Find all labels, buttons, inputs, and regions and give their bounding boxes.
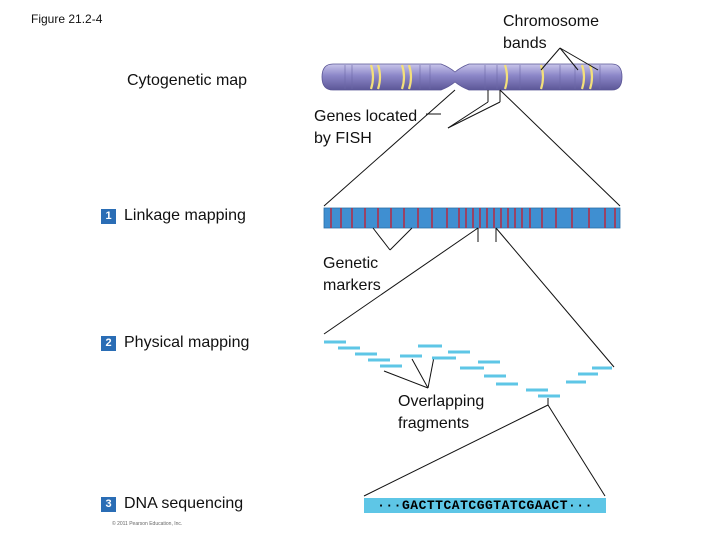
step-label: DNA sequencing [124, 495, 244, 512]
step-label: Physical mapping [124, 334, 250, 351]
step-linkage-mapping: 1 Linkage mapping [101, 207, 246, 225]
chromosome-band [369, 64, 594, 90]
overlapping-fragment [324, 340, 612, 398]
step-label: Linkage mapping [124, 207, 246, 224]
step-number-badge: 3 [101, 496, 116, 512]
figure-label: Figure 21.2-4 [31, 12, 103, 26]
step-number-badge: 2 [101, 335, 116, 351]
linkage-map-bar [323, 207, 621, 229]
step-number-badge: 1 [101, 208, 116, 224]
copyright-notice: © 2011 Pearson Education, Inc. [112, 521, 183, 527]
cytogenetic-map-label: Cytogenetic map [127, 72, 248, 89]
chromosome [321, 63, 623, 91]
step-dna-sequencing: 3 DNA sequencing [101, 495, 243, 513]
connector-lines [323, 47, 621, 497]
step-physical-mapping: 2 Physical mapping [101, 334, 249, 352]
dna-sequence-box: ···GACTTCATCGGTATCGAACT··· [364, 498, 606, 513]
